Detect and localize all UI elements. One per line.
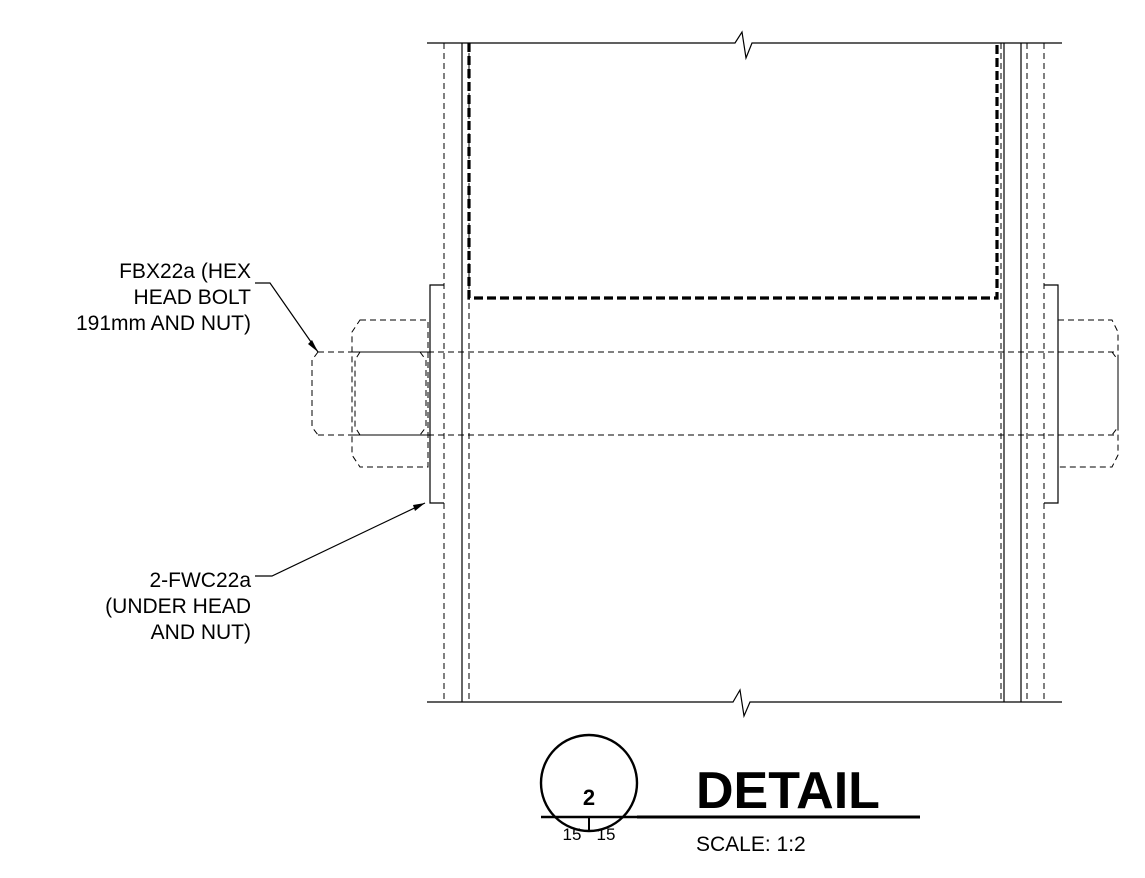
detail-number: 2 bbox=[583, 785, 595, 810]
member-outline bbox=[467, 43, 999, 300]
washer-callout-line-3: AND NUT) bbox=[150, 621, 251, 644]
bottom-break-line bbox=[427, 688, 1062, 719]
bolt-shank bbox=[318, 351, 1058, 436]
bolt-callout-line-1: FBX22a (HEX bbox=[119, 260, 251, 283]
left-washer bbox=[429, 284, 444, 504]
washer-leader bbox=[255, 502, 426, 577]
detail-scale: SCALE: 1:2 bbox=[696, 833, 806, 856]
sheet-number-right: 15 bbox=[597, 825, 616, 844]
top-break-line bbox=[427, 30, 1062, 61]
bolt-head bbox=[311, 319, 429, 468]
bolt-callout-line-3: 191mm AND NUT) bbox=[75, 312, 251, 335]
sheet-number-left: 15 bbox=[563, 825, 582, 844]
bolt-callout: FBX22a (HEX HEAD BOLT 191mm AND NUT) bbox=[76, 259, 251, 337]
right-plate-lines bbox=[1000, 43, 1045, 702]
washer-callout-line-2: (UNDER HEAD bbox=[105, 595, 251, 618]
detail-title: DETAIL bbox=[696, 762, 880, 820]
nut bbox=[1058, 319, 1119, 468]
washer-callout: 2-FWC22a (UNDER HEAD AND NUT) bbox=[105, 568, 251, 646]
washer-callout-line-1: 2-FWC22a bbox=[149, 569, 251, 592]
left-plate-lines bbox=[443, 43, 470, 702]
title-block: 2 15 15 DETAIL SCALE: 1:2 bbox=[539, 733, 920, 856]
bolt-callout-line-2: HEAD BOLT bbox=[133, 286, 251, 309]
right-washer bbox=[1044, 284, 1059, 504]
bolt-leader bbox=[255, 282, 319, 353]
